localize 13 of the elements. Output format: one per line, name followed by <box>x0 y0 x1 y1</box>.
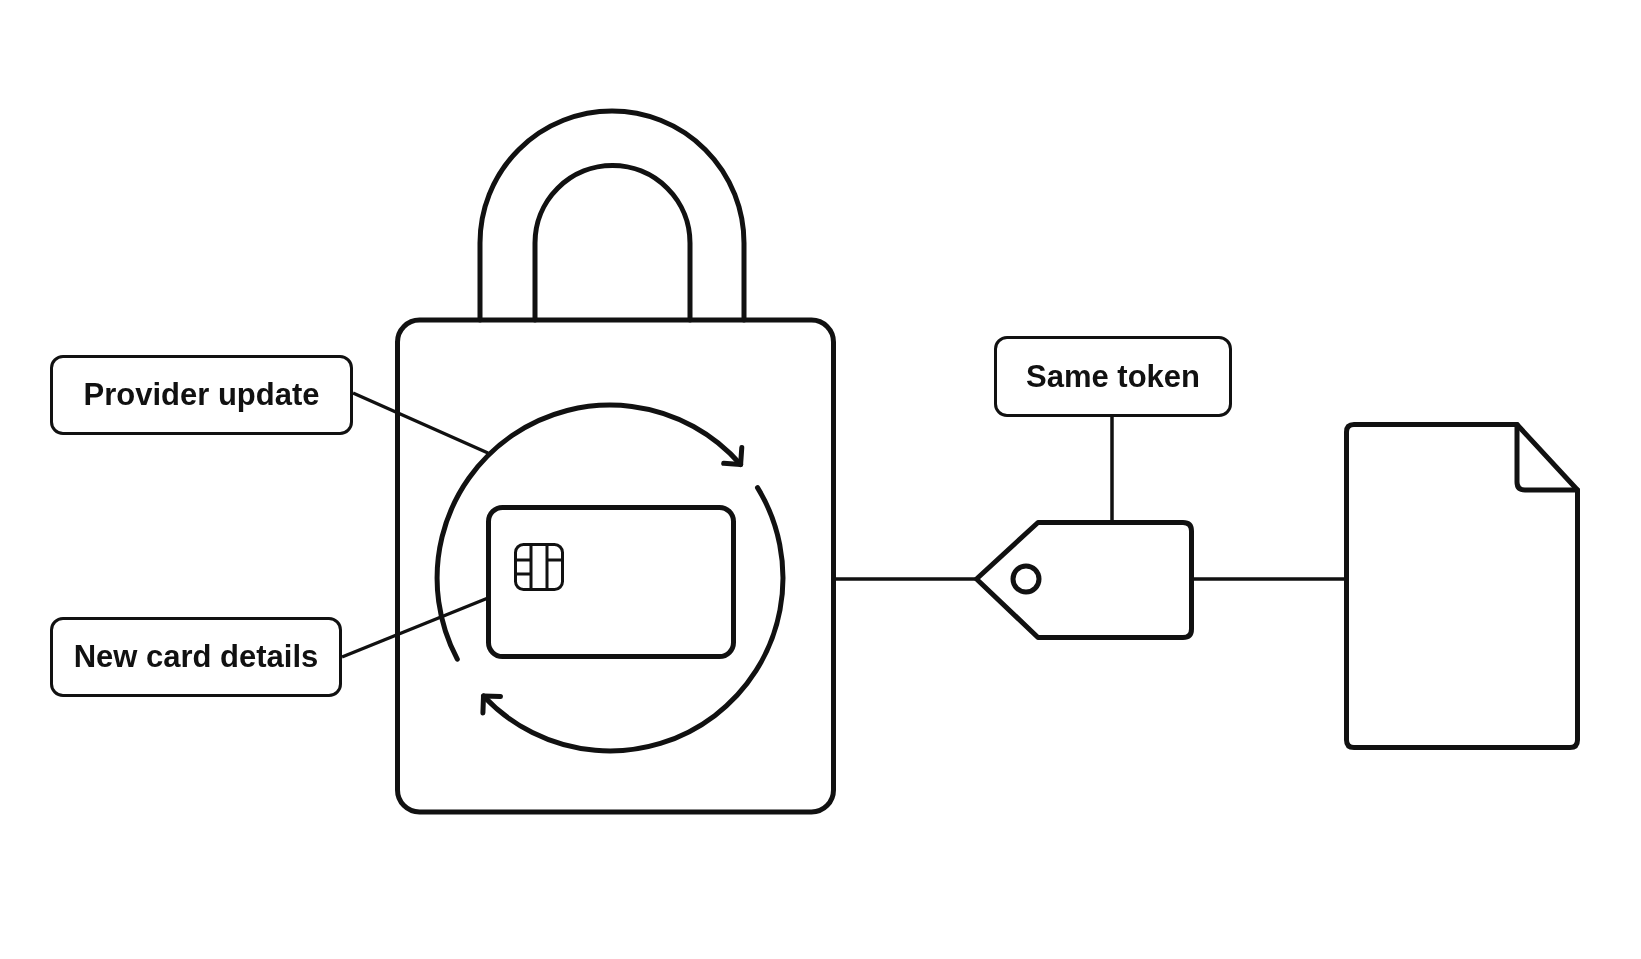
tag-drawing <box>974 520 1194 640</box>
circular-arrows <box>434 402 786 754</box>
leader-line <box>341 596 489 659</box>
callout-label: Same token <box>994 336 1232 417</box>
document-drawing <box>1344 422 1580 750</box>
callout-label: New card details <box>50 617 342 697</box>
leader-line <box>1110 417 1114 522</box>
connector-line <box>834 577 976 581</box>
padlock-drawing <box>395 108 836 815</box>
connector-line <box>1192 577 1346 581</box>
leader-line <box>352 391 489 455</box>
callout-label: Provider update <box>50 355 353 435</box>
card-drawing <box>486 505 736 659</box>
